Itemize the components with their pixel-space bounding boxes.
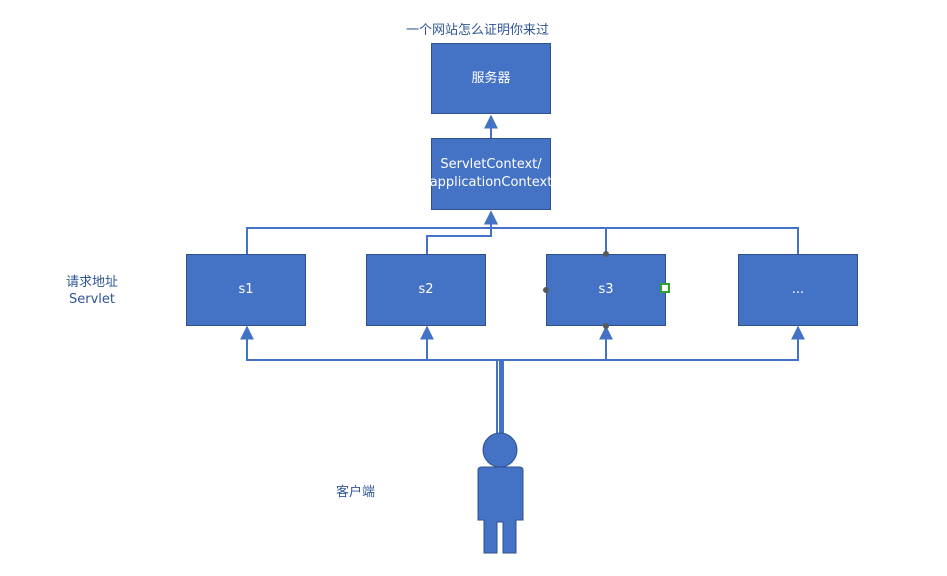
servlet-node-s3-label: s3 — [598, 282, 614, 297]
servlet-context-node[interactable]: ServletContext/ applicationContext — [429, 138, 553, 210]
connector-s2-to-context — [426, 210, 498, 254]
connector-client-to-more — [502, 325, 805, 434]
connection-handle-bottom[interactable] — [603, 323, 609, 329]
servlet-context-label-line1: ServletContext/ — [440, 157, 542, 172]
servlet-node-s1[interactable]: s1 — [186, 254, 306, 326]
server-node[interactable]: 服务器 — [431, 43, 551, 114]
connector-client-to-s2 — [420, 325, 498, 434]
diagram-title: 一个网站怎么证明你来过 — [406, 23, 550, 38]
servlet-node-more-label: ... — [791, 282, 805, 297]
servlet-node-s1-label: s1 — [238, 282, 254, 297]
servlet-node-s3[interactable]: s3 — [546, 254, 666, 326]
connector-more-to-context — [484, 210, 799, 254]
connector-s3-to-context — [484, 210, 607, 254]
resize-handle-right[interactable] — [660, 283, 670, 293]
request-address-label: 请求地址 Servlet — [66, 274, 118, 308]
connection-handle-left[interactable] — [543, 287, 549, 293]
person-icon — [477, 432, 524, 554]
request-address-label-line2: Servlet — [69, 292, 115, 307]
servlet-node-s2[interactable]: s2 — [366, 254, 486, 326]
server-node-label: 服务器 — [471, 70, 511, 86]
connector-client-to-s1 — [240, 325, 501, 434]
servlet-node-more[interactable]: ... — [738, 254, 858, 326]
connection-handle-top[interactable] — [603, 251, 609, 257]
connector-client-to-s3 — [501, 325, 613, 434]
connector-s1-to-context — [246, 210, 498, 254]
client-label: 客户端 — [336, 485, 376, 500]
servlet-context-label-line2: applicationContext — [429, 175, 553, 190]
servlet-node-s2-label: s2 — [418, 282, 434, 297]
request-address-label-line1: 请求地址 — [66, 275, 119, 290]
